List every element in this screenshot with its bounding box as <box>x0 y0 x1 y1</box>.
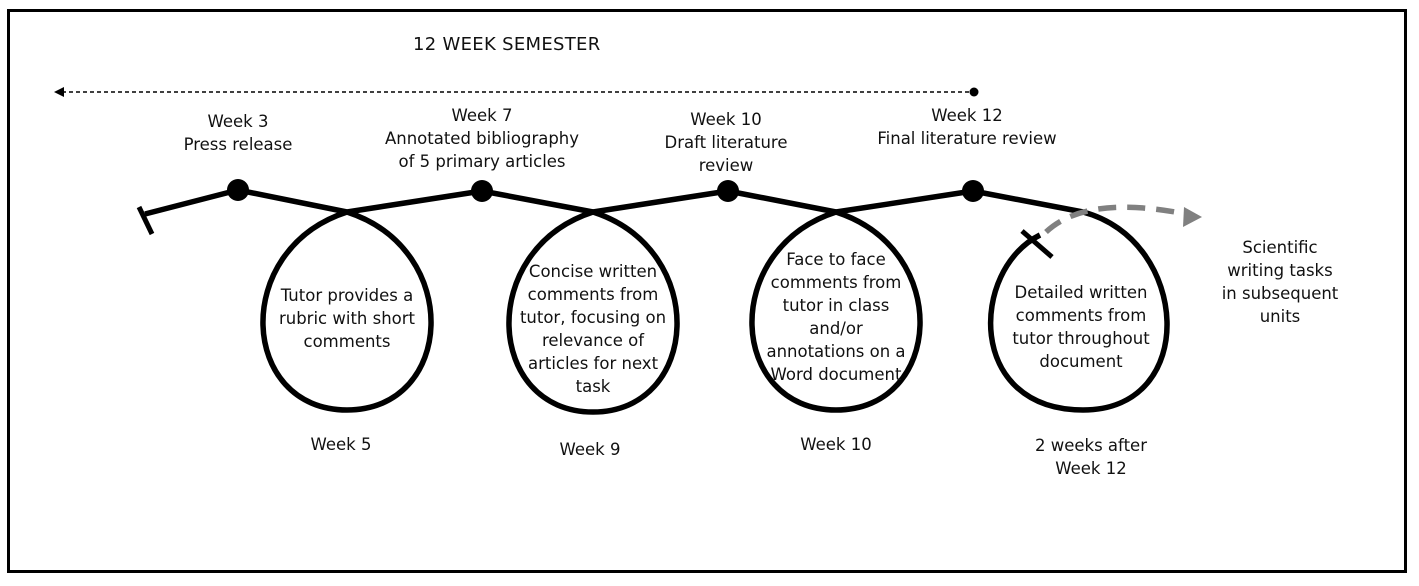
future-arrowhead <box>1183 207 1202 227</box>
timing-line: Week 10 <box>800 435 872 454</box>
start-tick <box>136 205 155 236</box>
milestone-task: of 5 primary articles <box>398 152 566 171</box>
feedback-line: comments from <box>1015 306 1147 325</box>
milestone-dot-week-7 <box>471 180 493 202</box>
feedback-loop-2-text: Concise written comments from tutor, foc… <box>506 260 680 398</box>
feedback-loop-3-text: Face to face comments from tutor in clas… <box>754 248 918 386</box>
semester-arrowhead <box>54 87 64 97</box>
feedback-loop-2-timing: Week 9 <box>540 438 640 461</box>
milestone-task: Final literature review <box>877 129 1057 148</box>
diagram-frame <box>7 9 1407 573</box>
feedback-loop-1-path <box>144 187 594 413</box>
milestone-dot-week-12 <box>962 180 984 202</box>
feedback-loop-4-timing: 2 weeks after Week 12 <box>1021 434 1161 480</box>
feedback-line: comments from <box>770 273 902 292</box>
feedback-loop-3-path <box>749 188 1084 413</box>
feedback-line: document <box>1039 352 1123 371</box>
feedback-line: task <box>575 377 611 396</box>
feedback-line: comments from <box>527 285 659 304</box>
feedback-line: tutor throughout <box>1012 329 1150 348</box>
timing-line: 2 weeks after <box>1035 436 1147 455</box>
milestone-week: Week 10 <box>690 110 762 129</box>
milestone-task: Draft literature <box>664 133 788 152</box>
timing-line: Week 9 <box>559 440 621 459</box>
milestone-week: Week 3 <box>207 112 269 131</box>
feedback-loop-2-path <box>506 188 837 415</box>
feedback-line: Concise written <box>528 262 658 281</box>
milestone-task: review <box>698 156 754 175</box>
feedback-line: and/or <box>809 319 863 338</box>
feedback-line: tutor, focusing on <box>519 308 667 327</box>
feedback-line: comments <box>303 332 391 351</box>
feedback-loop-1-timing: Week 5 <box>291 433 391 456</box>
feedback-loop-4-text: Detailed written comments from tutor thr… <box>1001 281 1161 373</box>
milestone-week: Week 12 <box>931 106 1003 125</box>
milestone-dot-week-10 <box>717 180 739 202</box>
future-line: writing tasks <box>1227 261 1333 280</box>
feedback-loop-4-path <box>988 209 1170 413</box>
feedback-line: articles for next <box>527 354 659 373</box>
semester-timeline-arrow <box>54 87 979 97</box>
feedback-line: relevance of <box>541 331 644 350</box>
feedback-loop-1-text: Tutor provides a rubric with short comme… <box>262 284 432 353</box>
milestone-label-week-12: Week 12 Final literature review <box>872 104 1062 150</box>
future-tasks-label: Scientific writing tasks in subsequent u… <box>1210 236 1350 328</box>
timing-line: Week 12 <box>1055 459 1127 478</box>
timing-line: Week 5 <box>310 435 372 454</box>
feedback-line: Face to face <box>786 250 886 269</box>
future-dashed-arrow <box>1044 204 1187 235</box>
milestone-dot-week-3 <box>227 179 249 201</box>
future-line: units <box>1259 307 1301 326</box>
future-line: in subsequent <box>1221 284 1339 303</box>
diagram-title: 12 WEEK SEMESTER <box>413 34 601 55</box>
milestone-week: Week 7 <box>451 106 513 125</box>
feedback-loop-3-timing: Week 10 <box>786 433 886 456</box>
milestone-label-week-10: Week 10 Draft literature review <box>656 108 796 177</box>
future-line: Scientific <box>1242 238 1318 257</box>
feedback-line: Tutor provides a <box>280 286 414 305</box>
end-tick <box>1020 229 1054 259</box>
milestone-task: Press release <box>183 135 293 154</box>
feedback-line: tutor in class <box>782 296 890 315</box>
milestone-task: Annotated bibliography <box>384 129 580 148</box>
milestone-label-week-3: Week 3 Press release <box>178 110 298 156</box>
feedback-line: Detailed written <box>1014 283 1148 302</box>
feedback-line: rubric with short <box>278 309 416 328</box>
semester-end-dot <box>969 87 979 97</box>
feedback-line: annotations on a <box>766 342 906 361</box>
feedback-line: Word document <box>770 365 902 384</box>
milestone-label-week-7: Week 7 Annotated bibliography of 5 prima… <box>382 104 582 173</box>
